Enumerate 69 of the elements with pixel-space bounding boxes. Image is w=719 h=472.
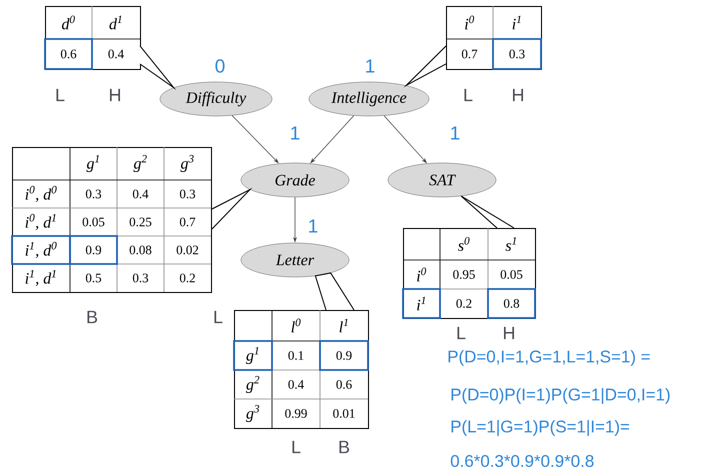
value-label: 0 <box>215 59 225 73</box>
probability-value: 0.02 <box>176 246 198 254</box>
probability-value: 0.99 <box>285 409 307 418</box>
probability-value: 0.8 <box>504 299 520 308</box>
column-header: g$^{2}$ <box>133 154 147 172</box>
column-header: i$^{1}$ <box>512 16 521 30</box>
row-header: i$^{1}$, d$^{1}$ <box>26 270 56 286</box>
callout-pointer <box>460 196 514 228</box>
probability-value: 0.3 <box>132 274 148 282</box>
probability-value: 0.9 <box>336 351 352 360</box>
state-label: L <box>292 440 300 454</box>
probability-value: 0.7 <box>180 218 196 226</box>
probability-value: 0.2 <box>456 299 472 308</box>
probability-value: 0.4 <box>288 380 304 389</box>
row-header: i$^{0}$ <box>417 268 426 282</box>
row-header: i$^{1}$, d$^{0}$ <box>26 242 57 258</box>
column-header: g$^{1}$ <box>86 155 99 172</box>
probability-value: 0.3 <box>86 190 102 198</box>
column-header: d$^{1}$ <box>109 16 122 30</box>
probability-value: 0.05 <box>500 270 522 279</box>
state-label: L <box>214 310 222 324</box>
probability-value: 0.08 <box>130 246 152 254</box>
row-header: i$^{0}$, d$^{1}$ <box>26 214 56 230</box>
probability-value: 0.6 <box>60 50 76 58</box>
row-header: g$^{3}$ <box>246 404 260 422</box>
formula-text: P(L=1|G=1)P(S=1|I=1)= <box>452 420 630 436</box>
value-label: 1 <box>291 126 300 140</box>
state-label: H <box>504 326 514 340</box>
probability-value: 0.4 <box>108 50 124 58</box>
probability-value: 0.95 <box>453 270 475 279</box>
row-header: g$^{1}$ <box>246 347 258 364</box>
column-header: l$^{0}$ <box>292 318 301 332</box>
probability-value: 0.3 <box>180 190 196 198</box>
value-label: 1 <box>309 220 318 232</box>
probability-value: 0.7 <box>462 50 478 58</box>
column-header: l$^{1}$ <box>340 318 348 332</box>
callout-pointer <box>212 188 252 230</box>
column-header: s$^{1}$ <box>506 237 516 251</box>
value-label: 1 <box>451 126 460 140</box>
probability-value: 0.3 <box>509 50 525 58</box>
probability-value: 0.1 <box>288 351 304 360</box>
state-label: L <box>457 326 466 340</box>
row-header: g$^{2}$ <box>246 376 260 393</box>
column-header: g$^{3}$ <box>180 154 194 172</box>
state-label: H <box>513 88 523 102</box>
column-header: s$^{0}$ <box>458 237 470 251</box>
probability-value: 0.05 <box>82 218 104 226</box>
formula-text: P(D=0)P(I=1)P(G=1|D=0,I=1) <box>452 388 670 404</box>
formula-text: 0.6*0.3*0.9*0.9*0.8 <box>450 455 594 467</box>
column-header: d$^{0}$ <box>62 16 75 30</box>
probability-value: 0.9 <box>86 246 102 254</box>
state-label: B <box>340 440 350 454</box>
callout-pointer <box>140 46 176 90</box>
value-label: 1 <box>366 60 374 72</box>
row-header: i$^{0}$, d$^{0}$ <box>26 186 57 202</box>
probability-value: 0.6 <box>336 380 352 389</box>
probability-value: 0.5 <box>86 274 102 282</box>
formula-text: P(D=0,I=1,G=1,L=1,S=1) = <box>448 350 650 366</box>
callout-pointer <box>403 46 446 88</box>
state-label: L <box>56 88 64 102</box>
row-header: i$^{1}$ <box>417 296 426 310</box>
state-label: H <box>110 88 120 102</box>
state-label: B <box>88 310 98 324</box>
probability-value: 0.25 <box>130 218 152 226</box>
probability-value: 0.4 <box>132 190 148 198</box>
state-label: L <box>464 88 472 102</box>
column-header: i$^{0}$ <box>465 16 474 30</box>
probability-value: 0.2 <box>180 274 195 282</box>
probability-value: 0.01 <box>333 409 355 418</box>
